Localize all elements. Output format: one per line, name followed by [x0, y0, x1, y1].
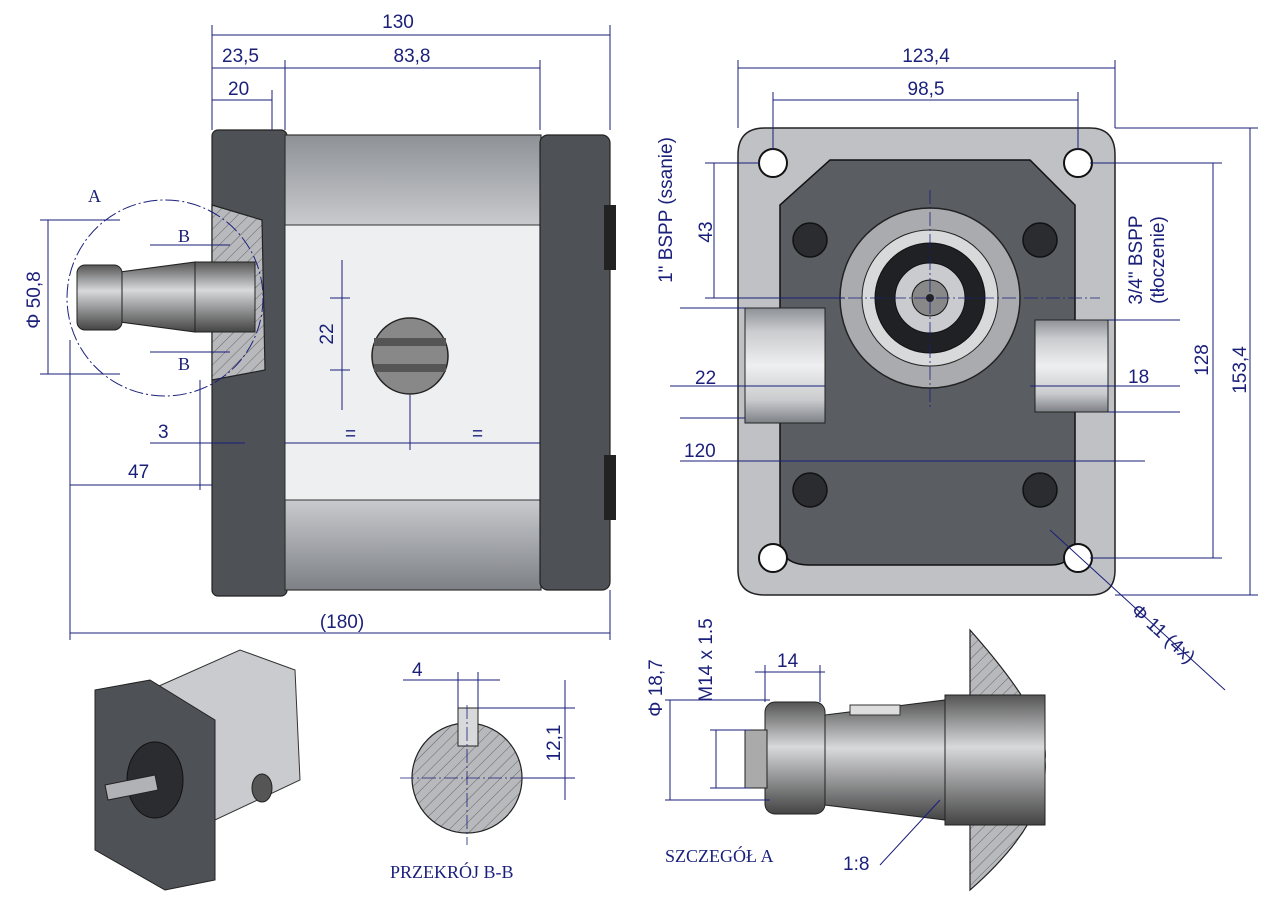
taper-ratio: 1:8	[843, 854, 869, 875]
key	[457, 707, 479, 747]
rear-bolt-bottom	[604, 455, 616, 520]
detail-nut	[764, 701, 826, 815]
dim-mounting-holes: Φ 11 (4x)	[1127, 600, 1199, 668]
mounting-hole	[758, 543, 788, 573]
section-b-b: 4 12,1 PRZEKRÓJ B-B	[390, 660, 575, 882]
dim-pilot-diameter: Φ 50,8	[24, 271, 45, 328]
side-view: 130 23,5 83,8 20 A B B Φ 50,8 22 3 47 = …	[24, 12, 616, 640]
detail-shaft-collar	[944, 694, 1046, 826]
equal-left: =	[345, 424, 356, 445]
inlet-port-label: 1" BSPP (ssanie)	[656, 137, 677, 283]
isometric-view	[94, 649, 301, 891]
outlet-port	[371, 317, 449, 395]
mounting-hole	[1063, 543, 1093, 573]
rear-bolt-top	[604, 205, 616, 270]
bolt	[1022, 222, 1058, 258]
dim-20: 20	[228, 79, 249, 100]
dim-120: 120	[684, 441, 716, 462]
iso-port	[251, 773, 273, 803]
dim-3: 3	[158, 422, 169, 443]
outlet-port-label-line1: 3/4" BSPP	[1126, 215, 1147, 304]
dim-128: 128	[1192, 344, 1213, 376]
detail-a-circle	[66, 199, 264, 397]
port-thread	[374, 338, 446, 346]
equal-right: =	[472, 424, 483, 445]
section-b-marker-top: B	[178, 226, 190, 246]
shaft-nut	[76, 264, 123, 331]
tapered-shaft	[119, 261, 196, 333]
dim-key-height: 12,1	[544, 725, 565, 762]
shaft-center	[926, 294, 934, 302]
detail-a: Φ 18,7 M14 x 1.5 14 1:8 SZCZEGÓŁ A	[646, 618, 1046, 892]
detail-key	[849, 704, 901, 716]
dim-body: 83,8	[394, 46, 431, 67]
shaft-collar	[194, 261, 256, 333]
detail-a-marker: A	[88, 186, 101, 206]
bolt	[1022, 472, 1058, 508]
dim-detail-diameter: Φ 18,7	[646, 659, 667, 716]
dim-thread: M14 x 1.5	[696, 618, 717, 701]
outlet-port-label-line2: (tłoczenie)	[1148, 216, 1169, 304]
iso-shaft	[104, 774, 159, 801]
dim-bolt-spacing: 98,5	[908, 79, 945, 100]
rear-cover	[539, 134, 611, 591]
section-title: PRZEKRÓJ B-B	[390, 861, 514, 882]
dim-flange: 23,5	[222, 46, 259, 67]
detail-tapered-shaft	[824, 699, 946, 821]
mounting-hole	[1063, 148, 1093, 178]
dim-key-width: 4	[412, 660, 423, 681]
dim-43: 43	[696, 221, 717, 242]
bolt	[792, 472, 828, 508]
detail-thread	[744, 729, 768, 789]
dim-total-length: 130	[382, 12, 414, 33]
outlet-port-thread	[1034, 319, 1109, 413]
dim-overall-length: (180)	[320, 612, 364, 633]
dim-inlet-depth: 22	[695, 368, 716, 389]
dim-flange-height: 153,4	[1230, 346, 1251, 394]
port-thread	[374, 364, 446, 372]
dim-flange-width: 123,4	[902, 46, 950, 67]
dim-47: 47	[128, 462, 149, 483]
dim-outlet-depth: 18	[1128, 367, 1149, 388]
front-view: 123,4 98,5 1" BSPP (ssanie) 43 3/4" BSPP…	[656, 46, 1258, 691]
dim-port-height: 22	[317, 323, 338, 344]
inlet-port-thread	[744, 307, 826, 424]
dim-14: 14	[777, 651, 799, 672]
detail-title: SZCZEGÓŁ A	[665, 845, 774, 866]
section-b-marker-bottom: B	[178, 354, 190, 374]
bolt	[792, 222, 828, 258]
mounting-hole	[758, 148, 788, 178]
